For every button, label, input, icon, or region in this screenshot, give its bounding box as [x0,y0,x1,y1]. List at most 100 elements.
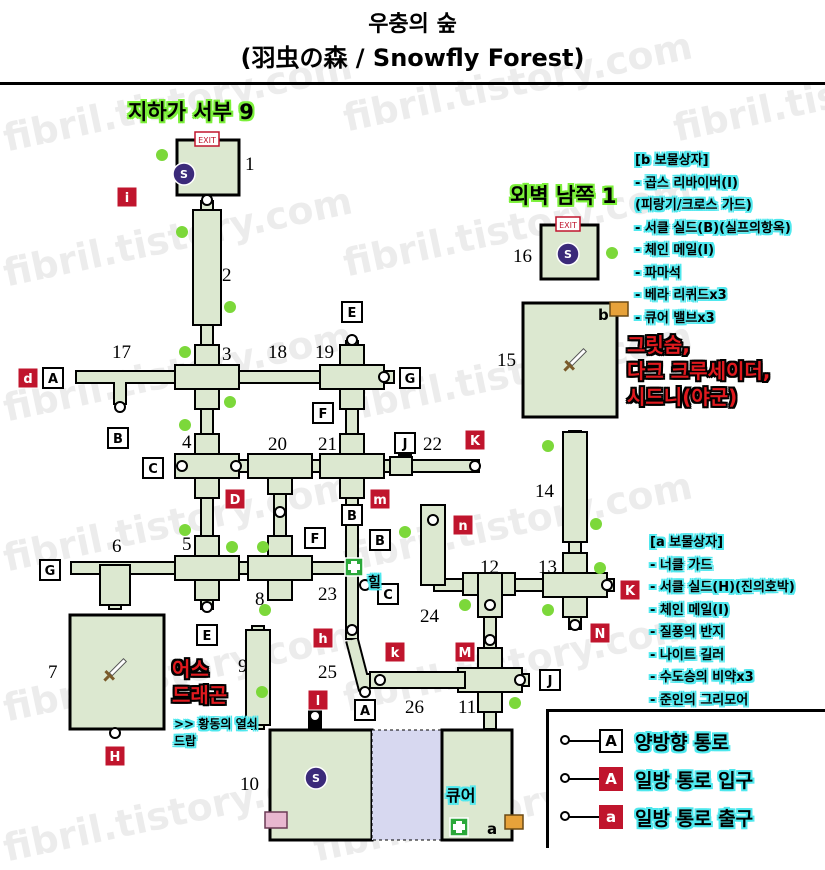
chest-item: - 나이트 길러 [650,647,725,663]
room-number: 7 [48,662,58,683]
chest-icon [504,814,524,830]
door-label: B [347,509,357,524]
room-26-hall [371,729,443,841]
chest-a-label: a [487,820,497,838]
save-icons: S S S [172,162,580,790]
room-number: 26 [405,697,424,718]
room-number: 4 [182,432,192,453]
chest-header: [b 보물상자] [635,153,709,168]
room-number: 20 [268,434,287,455]
legend-door-icon: A [599,767,623,791]
chest-item: - 베라 리퀴드x3 [635,288,727,303]
legend-one-way-in: A 일방 통로 입구 [560,765,754,793]
chest-item: - 체인 메일(I) [650,602,730,618]
chest-b-label: b [598,306,609,324]
door-label: K [470,434,481,449]
room-number: 10 [240,774,259,795]
legend-door-icon: a [599,805,623,829]
legend-one-way-out: a 일방 통로 출구 [560,803,754,831]
door-label: J [547,674,553,689]
chest-a-contents: [a 보물상자] - 너클 가드 - 서클 실드(H)(진의호박) - 체인 메… [650,532,795,712]
door-label: F [311,532,320,547]
legend-two-way: A 양방향 통로 [560,727,730,755]
exit-label: EXIT [559,221,577,230]
boss-name: 드래곤 [172,683,228,707]
room-number: 1 [245,154,255,175]
room-number: 8 [255,589,265,610]
chest-item: - 너클 가드 [650,557,713,573]
boss-list-room7: 어스 드래곤 [172,656,227,708]
legend-door-icon: A [599,729,623,753]
room-number: 11 [458,697,476,718]
door-label: h [318,632,327,647]
boss-name: 시드니(야군) [627,385,738,409]
room-7 [68,613,166,731]
room-number: 2 [222,265,232,286]
green-markers [156,149,618,709]
room-number: 23 [318,584,337,605]
room-number: 5 [182,534,192,555]
room-number: 24 [420,606,440,627]
svg-text:S: S [312,772,320,785]
door-label: F [319,407,328,422]
boss-name: 다크 크루세이더, [627,359,771,383]
door-label: d [23,372,32,387]
chest-item: (피랑기/크로스 가드) [635,198,752,213]
room-number: 22 [423,434,442,455]
chest-item: - 체인 메일(I) [635,243,715,258]
exit-signs: EXIT EXIT [194,131,581,232]
room-number: 3 [222,344,232,365]
sword-icon [563,347,588,372]
two-way-doors: A B C E G F J B C F J G E B A [39,301,561,721]
door-label: m [373,493,387,508]
room-number: 17 [112,342,131,363]
heal-label: 힐 [368,575,381,591]
door-label: C [148,462,158,477]
room-numbers: 1 2 3 4 5 6 7 8 9 10 11 12 13 14 15 16 1… [48,154,557,795]
one-way-doors: i D H K h k M N m n l K d [17,186,641,767]
room-number: 14 [535,481,555,502]
room-number: 16 [513,246,532,267]
door-label: H [110,750,121,765]
rooms [68,138,619,842]
map-subtitle: (羽虫の森 / Snowfly Forest) [240,44,585,72]
save-point-icon: S [172,162,196,186]
boss-icons [103,347,588,682]
chest-item: - 질풍의 반지 [650,625,725,640]
door-label: G [405,372,416,387]
boss-drop-note: >> 황동의 열쇠 드랍 [174,717,258,748]
chest-item: - 준인의 그리모어 [650,692,749,708]
chest-item: - 서클 실드(B)(실프의항옥) [635,220,791,236]
exit-label: EXIT [198,136,216,145]
door-label: G [45,564,56,579]
door-label: M [459,646,472,661]
legend-label: 일방 통로 출구 [635,807,754,830]
chest-icon [609,301,629,317]
chest-item: - 곱스 리바이버(I) [635,175,738,191]
room-number: 15 [497,350,516,371]
door-label: N [595,627,606,642]
door-label: A [48,372,58,387]
legend-label: 일방 통로 입구 [635,769,754,792]
room-number: 25 [318,662,337,683]
chest-b-contents: [b 보물상자] - 곱스 리바이버(I) (피랑기/크로스 가드) - 서클 … [635,150,791,330]
door-label: C [383,588,393,603]
save-point-icon: S [556,242,580,266]
legend: A 양방향 통로 A 일방 통로 입구 a 일방 통로 출구 [546,709,825,848]
door-label: B [113,432,123,447]
chest-header: [a 보물상자] [650,535,724,550]
sword-icon [103,657,128,682]
door-label: J [402,437,408,452]
legend-label: 양방향 통로 [635,731,730,754]
door-label: B [375,534,385,549]
boss-name: 그릿숨, [627,333,690,357]
save-point-icon: S [304,766,328,790]
svg-text:S: S [180,168,188,181]
area-link-south1: 외벽 남쪽 1 [510,184,617,208]
chest-item: - 파마석 [635,265,681,281]
room-number: 13 [538,557,557,578]
svg-text:S: S [564,248,572,261]
chest-item: - 수도승의 비약x3 [650,670,754,685]
door-label: A [360,704,370,719]
dungeon-map: EXIT EXIT S S S b a [17,131,641,842]
